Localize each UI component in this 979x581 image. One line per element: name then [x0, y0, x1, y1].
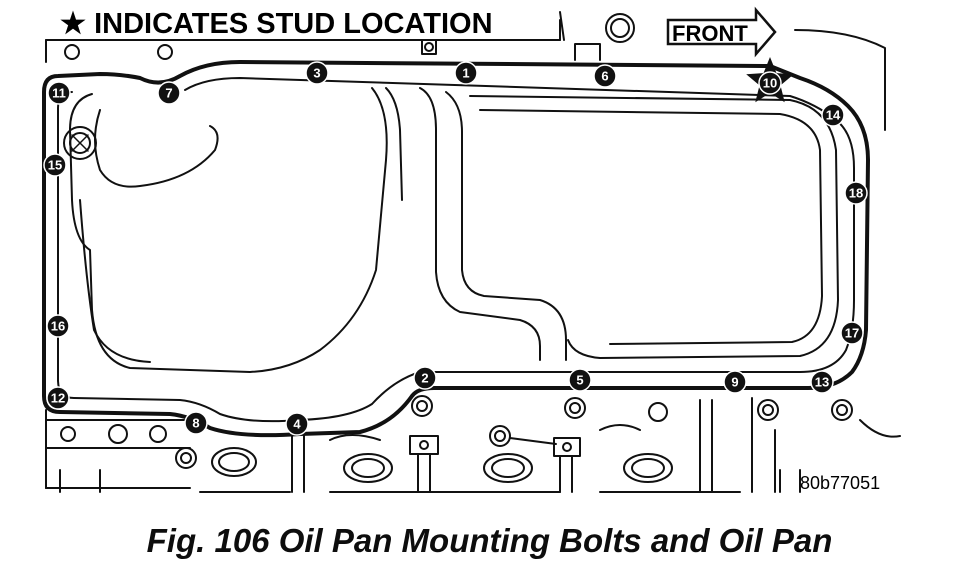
pan-center-rib	[419, 87, 541, 361]
bolt-18: 18	[844, 181, 868, 205]
bolt-number: 6	[601, 69, 608, 84]
bolt-badge	[413, 366, 437, 390]
bolt-number: 13	[815, 375, 829, 390]
bolt-14: 14	[821, 103, 845, 127]
bolt-badge	[285, 412, 309, 436]
bolt-5: 5	[568, 368, 592, 392]
bolt-number: 10	[763, 76, 777, 91]
bolt-badge	[305, 61, 329, 85]
bolt-badge	[593, 64, 617, 88]
pan-step-line	[385, 87, 403, 201]
bolt-number: 16	[51, 319, 65, 334]
bolt-number: 9	[731, 375, 738, 390]
heading-label: INDICATES STUD LOCATION	[94, 8, 492, 40]
bolt-10-stud: 10	[746, 57, 794, 103]
sump-outline	[69, 87, 388, 373]
bolt-number: 14	[826, 108, 841, 123]
sump-contour-2	[79, 199, 151, 363]
bolt-badge	[844, 181, 868, 205]
bolt-number: 2	[421, 371, 428, 386]
sump-contour	[94, 109, 219, 188]
front-label: FRONT	[672, 21, 748, 46]
bolt-number: 1	[462, 66, 469, 81]
bolt-badge	[157, 81, 181, 105]
bolt-13: 13	[810, 370, 834, 394]
lower-block-details	[45, 395, 901, 493]
bolt-2: 2	[413, 366, 437, 390]
bolt-7: 7	[157, 81, 181, 105]
bolt-badge	[46, 314, 70, 338]
bolt-badge	[758, 71, 782, 95]
bolt-badge	[47, 81, 71, 105]
bolt-badge	[46, 386, 70, 410]
bolt-number: 8	[192, 416, 199, 431]
bolt-number: 5	[576, 373, 583, 388]
bolt-badge	[454, 61, 478, 85]
bolt-badge	[184, 411, 208, 435]
bolt-number: 7	[165, 86, 172, 101]
bolt-11: 11	[47, 81, 71, 105]
bolt-3: 3	[305, 61, 329, 85]
front-arrow: FRONT	[666, 6, 777, 58]
bolt-badge	[821, 103, 845, 127]
bolt-number: 17	[845, 326, 859, 341]
figure-reference: 80b77051	[800, 473, 880, 493]
drain-plug	[63, 126, 97, 160]
bolt-number: 15	[48, 158, 62, 173]
bolt-4: 4	[285, 412, 309, 436]
right-well-inner	[479, 109, 823, 345]
bolt-number: 11	[52, 86, 66, 101]
stud-star-icon: ★	[60, 8, 86, 40]
bolt-badge	[568, 368, 592, 392]
pan-center-rib-2	[445, 91, 567, 361]
bolt-6: 6	[593, 64, 617, 88]
bolt-number: 12	[51, 391, 65, 406]
bolt-15: 15	[43, 153, 67, 177]
bolt-badge	[810, 370, 834, 394]
bolt-8: 8	[184, 411, 208, 435]
bolt-9: 9	[723, 370, 747, 394]
bolt-1: 1	[454, 61, 478, 85]
bolt-number: 4	[293, 417, 301, 432]
bolt-badge	[723, 370, 747, 394]
bolt-17: 17	[840, 321, 864, 345]
bolt-badge	[43, 153, 67, 177]
engine-block-outline	[45, 11, 886, 489]
bolt-16: 16	[46, 314, 70, 338]
right-well-outline	[469, 95, 839, 359]
bolt-number: 3	[313, 66, 320, 81]
bolt-number: 18	[849, 186, 863, 201]
heading-text: ★ INDICATES STUD LOCATION	[60, 8, 493, 40]
bolt-badge	[840, 321, 864, 345]
bolt-12: 12	[46, 386, 70, 410]
figure-caption: Fig. 106 Oil Pan Mounting Bolts and Oil …	[146, 522, 833, 559]
